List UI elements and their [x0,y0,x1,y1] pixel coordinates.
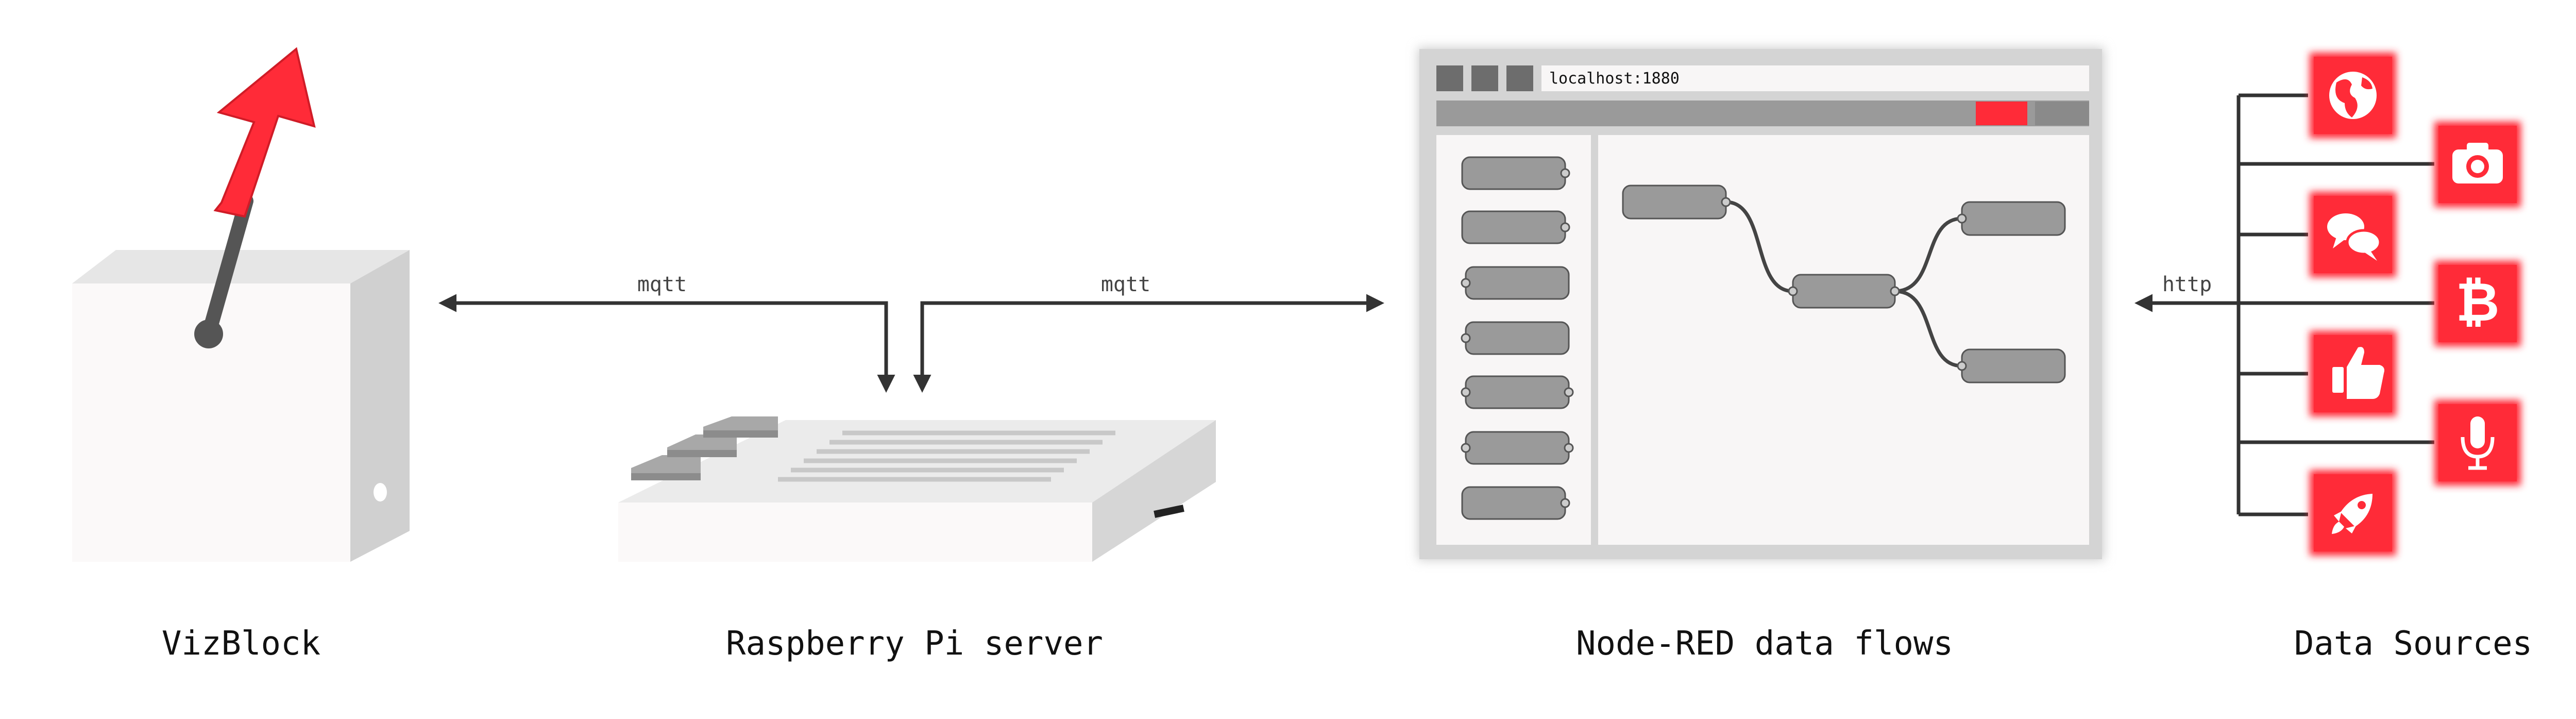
vizblock-caption: VizBlock [162,625,320,663]
node-red-caption: Node-RED data flows [1576,625,1953,663]
vizblock-port [374,483,387,501]
globe-icon [2329,72,2377,119]
flow-nodes [1622,185,2066,383]
vizblock-lever [194,194,253,348]
raspberry-pi-caption: Raspberry Pi server [726,625,1103,663]
http-label: http [2162,273,2212,296]
source-camera [2434,122,2521,207]
pi-ports [631,416,778,480]
bitcoin-icon: ₿ [2456,271,2500,333]
palette-node[interactable] [1461,375,1574,409]
flow-wires [1725,200,1962,368]
mqtt-connection-right [913,294,1384,393]
source-bitcoin: ₿ [2434,261,2521,346]
source-microphone [2434,400,2521,486]
palette-nodes [1461,156,1574,520]
mqtt-connection-left [438,294,895,393]
pi-sd-slot [1154,505,1184,518]
address-bar[interactable] [1541,65,2089,91]
data-sources-tree [2134,93,2434,516]
thumbs-up-icon [2332,347,2384,399]
data-sources-caption: Data Sources [2294,625,2532,663]
raspberry-pi-device [618,416,1216,562]
flow-node-function[interactable] [1788,274,1900,309]
mqtt-label-right: mqtt [1101,273,1150,296]
palette-node[interactable] [1461,156,1570,190]
address-bar-url: localhost:1880 [1549,70,1680,88]
palette-node[interactable] [1461,321,1570,355]
deploy-button[interactable] [1976,102,2027,125]
window-button-3[interactable] [1506,65,1533,91]
node-red-window: localhost:1880 [1418,47,2104,560]
vizblock-device [72,47,410,562]
source-rocket [2310,470,2396,556]
mqtt-label-left: mqtt [637,273,687,296]
palette-node[interactable] [1461,266,1570,300]
palette-node[interactable] [1461,486,1570,520]
palette-node[interactable] [1461,431,1574,465]
source-globe [2310,53,2396,138]
window-button-1[interactable] [1436,65,1463,91]
flow-node-output[interactable] [1957,201,2066,236]
pi-gpio-strips [778,430,1115,482]
source-thumbs-up [2310,331,2396,416]
rocket-icon [2332,494,2372,534]
chat-bubbles-icon [2327,213,2382,261]
microphone-icon [2461,416,2495,470]
source-chat [2310,192,2396,277]
window-button-2[interactable] [1471,65,1498,91]
flow-node-input[interactable] [1622,185,1731,220]
svg-text:₿: ₿ [2456,271,2500,333]
vizblock-arrow [213,47,316,218]
palette-node[interactable] [1461,210,1570,244]
menu-button[interactable] [2035,102,2089,125]
flow-node-output[interactable] [1957,348,2066,383]
camera-icon [2452,143,2503,183]
